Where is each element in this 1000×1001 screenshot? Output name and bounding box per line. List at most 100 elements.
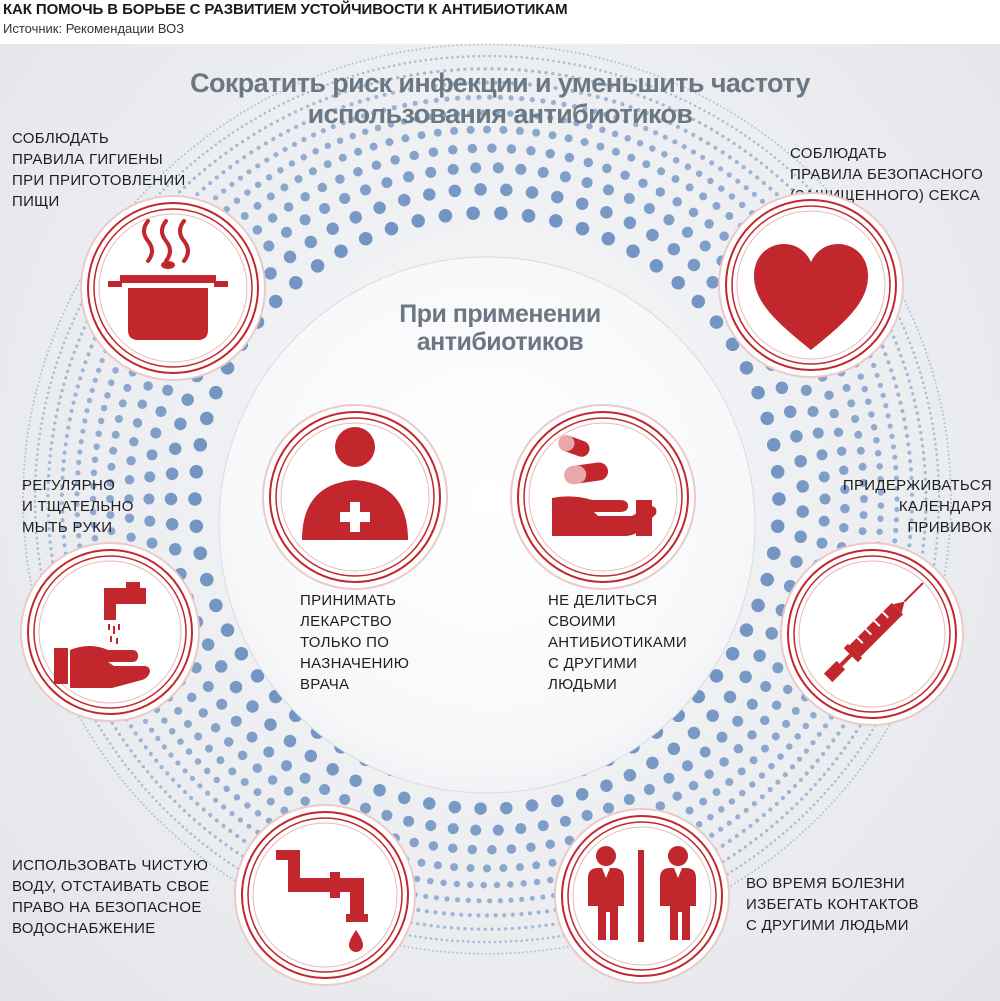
pattern-dot [571,75,575,79]
pattern-dot [143,745,148,750]
pattern-dot [533,878,541,886]
pattern-dot [777,852,780,855]
pattern-dot [367,70,370,73]
pattern-dot [36,448,40,451]
pattern-dot [173,799,177,804]
pattern-dot [41,369,43,372]
pattern-dot [598,56,601,59]
pattern-dot [575,197,589,210]
pattern-dot [570,50,573,53]
pattern-dot [804,167,807,170]
pattern-dot [655,100,659,104]
pattern-dot [275,119,280,123]
pattern-dot [450,126,459,135]
pattern-dot [379,55,382,58]
pattern-dot [175,760,181,766]
pattern-dot [564,835,575,846]
pattern-dot [177,173,181,177]
pattern-dot [709,99,712,102]
pattern-dot [765,845,768,849]
pattern-dot [499,54,502,58]
pattern-dot [173,177,177,180]
pattern-dot [807,170,810,173]
pattern-dot [634,67,637,69]
pattern-dot [759,833,764,837]
pattern-dot [321,85,325,88]
pattern-dot [716,103,719,106]
pattern-dot [738,145,742,149]
pattern-dot [550,47,553,50]
pattern-dot [650,85,653,88]
pattern-dot [712,788,721,797]
pattern-dot [249,150,254,155]
pattern-dot [941,410,944,413]
pattern-dot [208,831,212,835]
badge-no-sharing [510,404,696,590]
pattern-dot [197,822,202,826]
pattern-dot [70,322,74,325]
pattern-dot [755,818,760,823]
pattern-dot [68,327,72,330]
pattern-dot [546,936,550,940]
pattern-dot [272,106,276,110]
pattern-dot [460,44,463,46]
pattern-dot [709,832,715,838]
pattern-dot [22,492,24,494]
pattern-dot [741,828,746,834]
pattern-dot [253,788,262,797]
pattern-dot [490,927,494,931]
pattern-dot [884,731,887,734]
pattern-dot [263,125,268,130]
main-title: Сократить риск инфекции и уменьшить част… [150,68,850,130]
pattern-dot [443,69,447,73]
pattern-dot [672,197,682,207]
pattern-dot [196,142,199,145]
pattern-dot [249,119,253,123]
pattern-dot [177,190,182,194]
pattern-dot [177,837,180,840]
pattern-dot [850,759,853,762]
pattern-dot [730,125,734,128]
pattern-dot [547,876,554,884]
pattern-dot [525,45,528,47]
pattern-dot [153,180,156,183]
pattern-dot [213,776,221,784]
pattern-dot [69,408,74,414]
pattern-dot [826,745,831,750]
pattern-dot [47,460,52,465]
pattern-dot [28,572,31,574]
pattern-dot [515,939,518,943]
pattern-dot [926,355,929,358]
pattern-dot [847,763,850,767]
pattern-dot [902,327,906,330]
pattern-dot [312,101,316,106]
pattern-dot [106,478,115,487]
pattern-dot [132,418,143,428]
pattern-dot [200,411,214,426]
pattern-dot [937,479,940,483]
pattern-dot [700,154,706,160]
pattern-dot [846,784,849,787]
pattern-dot [672,81,675,84]
pattern-dot [507,881,514,888]
pattern-dot [354,147,363,156]
pattern-dot [106,511,115,520]
pattern-dot [408,61,412,64]
pattern-dot [114,727,118,731]
pattern-dot [68,363,72,367]
pattern-dot [213,159,217,163]
pattern-dot [35,388,38,391]
pattern-dot [687,258,701,272]
pattern-dot [738,789,746,797]
pattern-dot [668,79,671,82]
pattern-dot [165,517,179,531]
pattern-dot [45,396,49,400]
pattern-dot [389,77,393,81]
pattern-dot [75,522,81,528]
pattern-dot [78,280,81,283]
pattern-dot [166,810,169,814]
pattern-dot [754,837,758,841]
pattern-dot [382,78,387,83]
pattern-dot [448,44,451,47]
pattern-dot [361,128,369,136]
